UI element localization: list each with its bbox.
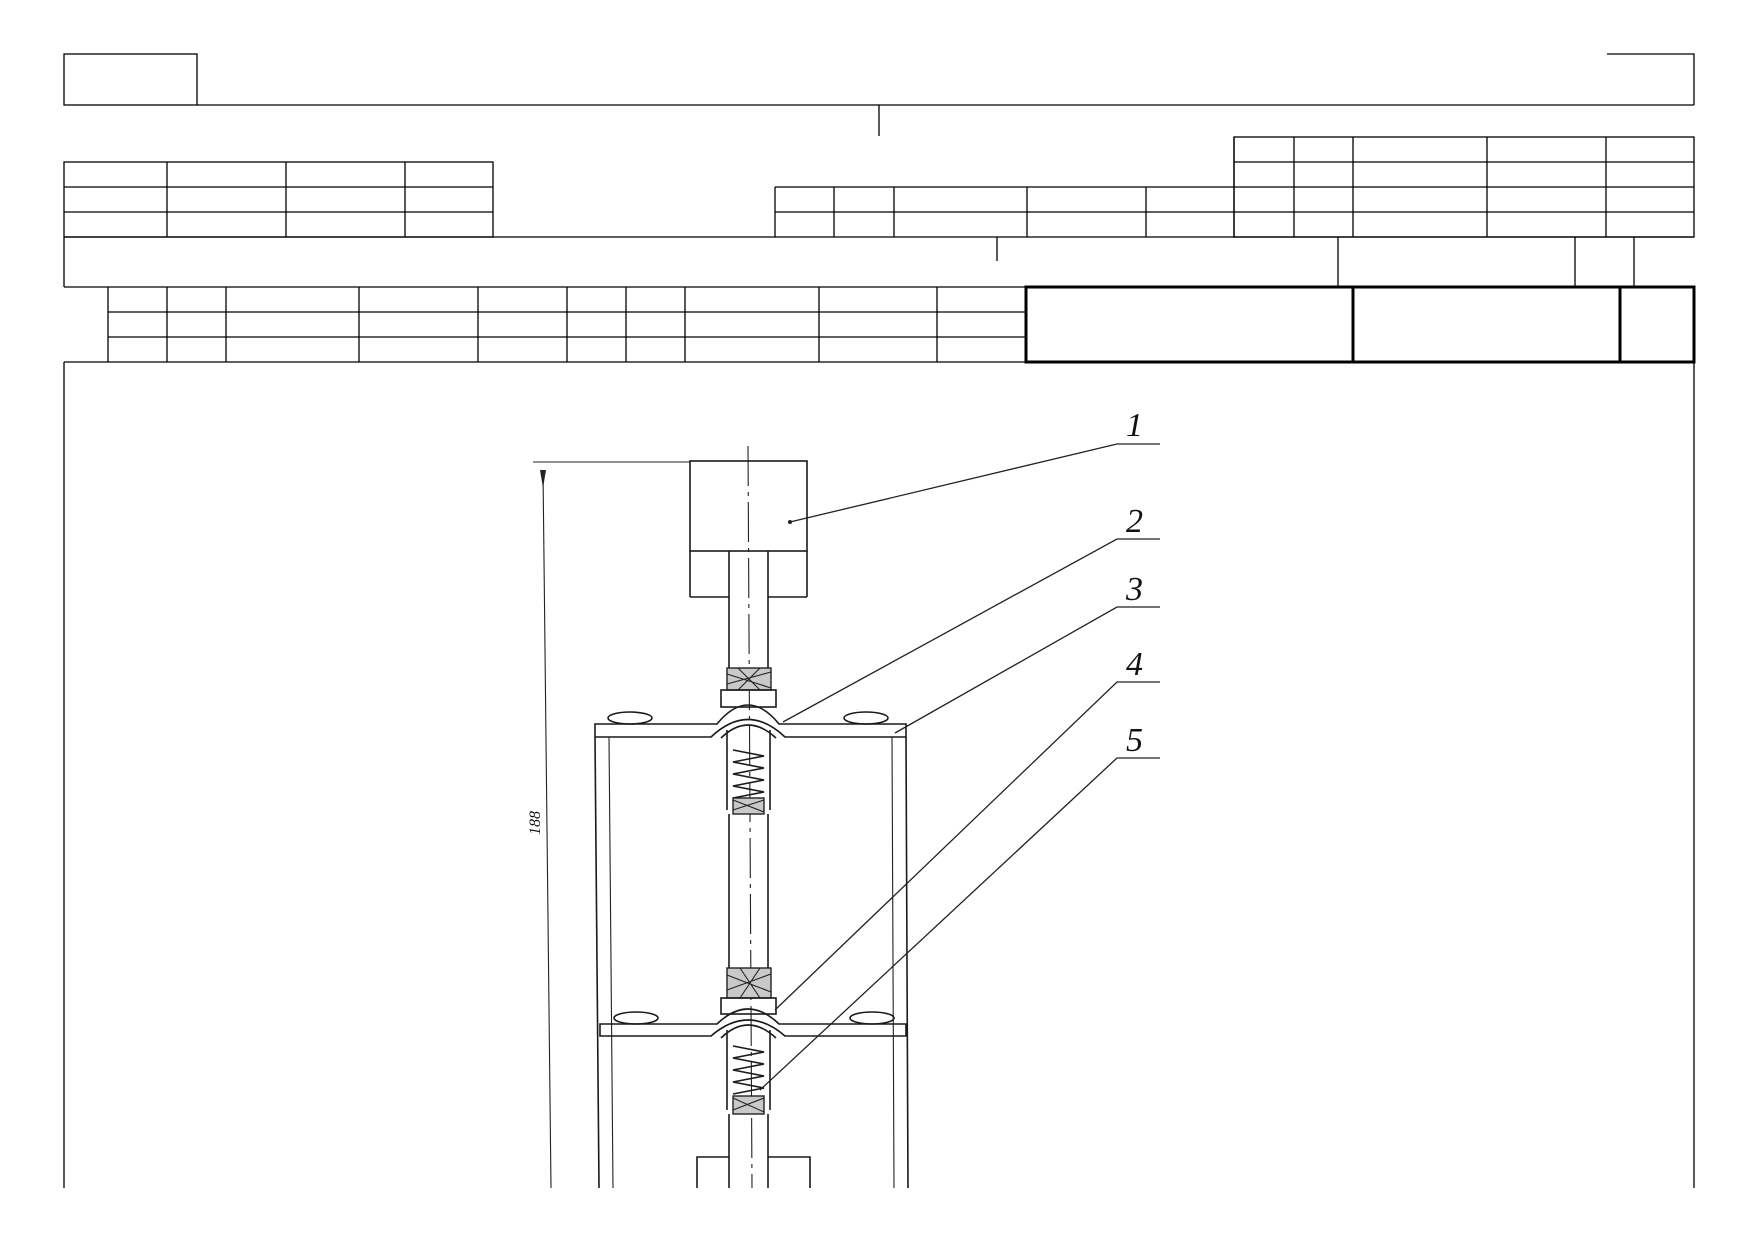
bold-stamp-box — [1024, 285, 1696, 364]
lower-plate — [599, 1008, 907, 1037]
callout-3: 3 — [1125, 571, 1143, 608]
header-table-right — [774, 136, 1695, 238]
dimension-label: 188 — [527, 811, 544, 835]
bottom-head — [696, 1156, 811, 1188]
title-block — [63, 53, 1696, 1188]
callout-4: 4 — [1126, 646, 1143, 683]
top-head — [689, 460, 808, 598]
dimension-188: 188 — [527, 461, 690, 1189]
middle-rod — [720, 814, 777, 1015]
callout-5: 5 — [1126, 722, 1143, 759]
upper-rod — [720, 551, 777, 708]
leader-lines — [759, 443, 1160, 1091]
callout-2: 2 — [1126, 503, 1143, 540]
name-row — [63, 236, 1694, 287]
header-table-left — [63, 161, 494, 238]
body-walls — [594, 736, 909, 1189]
top-left-box — [63, 53, 198, 106]
upper-plate — [594, 704, 907, 738]
lower-spring — [720, 1024, 777, 1188]
upper-spring — [720, 724, 777, 815]
technical-drawing: 188 — [527, 443, 1160, 1189]
signature-table — [64, 285, 1696, 364]
callout-1: 1 — [1126, 407, 1143, 444]
